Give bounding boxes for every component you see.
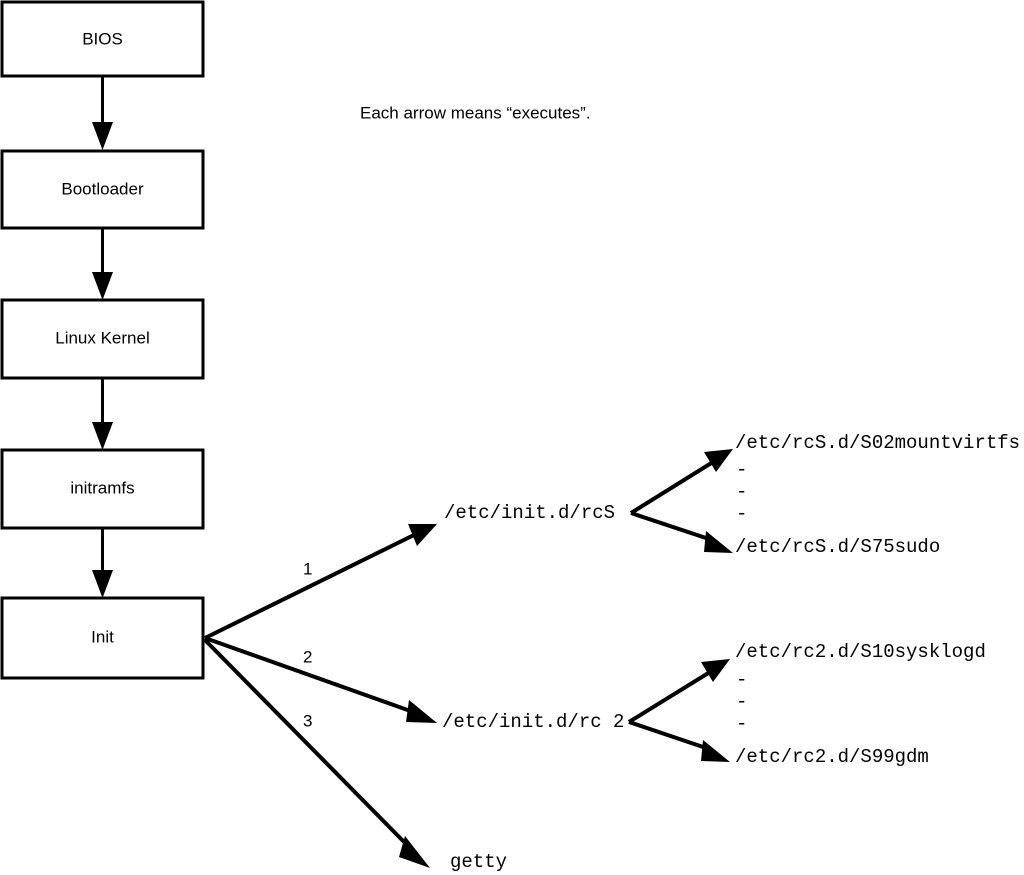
edge-kernel-to-initramfs — [92, 378, 113, 450]
node-init-box — [0, 596, 205, 680]
edge-init-branch-1 — [204, 524, 437, 640]
edge-rc2-to-last-script-line — [628, 720, 710, 751]
edge-init-branch-3 — [203, 638, 430, 868]
edge-rcs-to-first-script-line — [629, 460, 715, 515]
edge-kernel-to-initramfs-arrowhead — [92, 422, 113, 450]
ellipsis-rc2-3: - — [736, 713, 747, 735]
node-bootloader-label: Bootloader — [61, 179, 144, 198]
edge-bios-to-bootloader — [92, 76, 113, 150]
ellipsis-rc2-2: - — [736, 691, 747, 713]
edge-initramfs-to-init — [92, 528, 113, 598]
edge-rc2-to-first-script-line — [627, 670, 712, 724]
node-linux-kernel-box — [0, 298, 205, 380]
edge-rcs-to-last-script-arrowhead — [704, 531, 733, 553]
label-init-d-rc2: /etc/init.d/rc 2 — [442, 711, 624, 733]
node-init-label: Init — [91, 627, 114, 646]
ellipsis-rc2-1: - — [736, 669, 747, 691]
edge-number-1: 1 — [303, 559, 312, 578]
edge-rcs-to-last-script — [630, 511, 733, 553]
node-initramfs[interactable]: initramfs — [0, 448, 205, 530]
edge-number-2: 2 — [303, 647, 312, 666]
node-initramfs-label: initramfs — [70, 478, 134, 497]
edge-init-branch-1-line — [204, 531, 419, 640]
edge-bios-to-bootloader-arrowhead — [92, 122, 113, 150]
label-getty: getty — [450, 851, 507, 873]
edge-init-branch-3-line — [203, 638, 413, 851]
edge-rcs-to-last-script-line — [630, 511, 713, 542]
edge-rcs-to-first-script — [629, 449, 733, 515]
node-bios-label: BIOS — [82, 29, 123, 48]
edge-init-branch-1-arrowhead — [408, 524, 437, 546]
node-linux-kernel-label: Linux Kernel — [55, 328, 150, 347]
diagram-annotation: Each arrow means “executes”. — [360, 103, 591, 122]
edge-rc2-to-first-script — [627, 659, 730, 724]
label-rc2-first-script: /etc/rc2.d/S10sysklogd — [735, 641, 986, 663]
edge-rc2-to-last-script-arrowhead — [701, 740, 730, 762]
edge-init-branch-2-line — [204, 636, 417, 715]
edge-initramfs-to-init-arrowhead — [92, 570, 113, 598]
edge-rcs-to-first-script-arrowhead — [704, 449, 733, 472]
edge-bootloader-to-kernel-arrowhead — [92, 272, 113, 300]
ellipsis-rcs-2: - — [736, 481, 747, 503]
edge-rc2-to-first-script-arrowhead — [701, 659, 730, 682]
node-bootloader-box — [0, 149, 205, 230]
node-bios[interactable]: BIOS — [0, 0, 205, 78]
ellipsis-rcs-3: - — [736, 503, 747, 525]
edge-bootloader-to-kernel — [92, 228, 113, 300]
edge-rc2-to-last-script — [628, 720, 730, 762]
node-init[interactable]: Init — [0, 596, 205, 680]
label-init-d-rcs: /etc/init.d/rcS — [444, 502, 615, 524]
edge-number-3: 3 — [303, 711, 312, 730]
edge-init-branch-3-arrowhead — [399, 836, 430, 868]
edge-init-branch-2 — [204, 636, 437, 723]
label-rc2-last-script: /etc/rc2.d/S99gdm — [735, 746, 929, 768]
node-bios-box — [0, 0, 205, 78]
node-linux-kernel[interactable]: Linux Kernel — [0, 298, 205, 380]
label-rcs-first-script: /etc/rcS.d/S02mountvirtfs — [735, 432, 1020, 454]
ellipsis-rcs-1: - — [736, 459, 747, 481]
edge-init-branch-2-arrowhead — [406, 700, 437, 723]
label-rcs-last-script: /etc/rcS.d/S75sudo — [735, 536, 940, 558]
node-bootloader[interactable]: Bootloader — [0, 149, 205, 230]
